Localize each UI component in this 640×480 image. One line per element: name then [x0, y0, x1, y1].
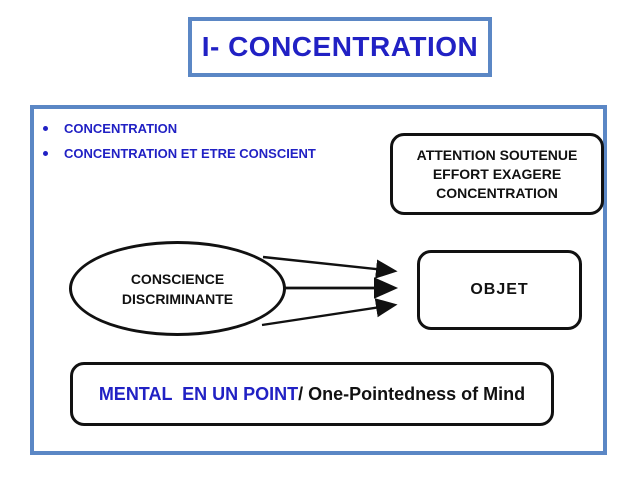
mental-text: MENTAL EN UN POINT/ One-Pointedness of M… — [99, 382, 525, 407]
bullet-text: CONCENTRATION ET ETRE CONSCIENT — [64, 146, 316, 161]
list-item: CONCENTRATION — [40, 116, 316, 141]
list-item: CONCENTRATION ET ETRE CONSCIENT — [40, 141, 316, 166]
attention-box: ATTENTION SOUTENUE EFFORT EXAGERE CONCEN… — [390, 133, 604, 215]
bullet-icon — [43, 151, 48, 156]
objet-label: OBJET — [470, 281, 529, 298]
bullet-text: CONCENTRATION — [64, 121, 178, 136]
mental-text-english: / One-Pointedness of Mind — [298, 383, 526, 404]
objet-box: OBJET — [417, 250, 582, 330]
conscience-ellipse: CONSCIENCE DISCRIMINANTE — [69, 241, 286, 336]
ellipse-text: CONSCIENCE — [130, 270, 225, 287]
mental-text-french: MENTAL EN UN POINT — [98, 383, 299, 404]
bullet-icon — [43, 126, 48, 131]
ellipse-text: DISCRIMINANTE — [121, 290, 234, 307]
attention-line: CONCENTRATION — [436, 184, 558, 201]
bullet-list: CONCENTRATION CONCENTRATION ET ETRE CONS… — [40, 116, 316, 166]
page-title: I- CONCENTRATION — [201, 31, 479, 62]
attention-line: EFFORT EXAGERE — [432, 165, 562, 182]
attention-line: ATTENTION SOUTENUE — [416, 146, 578, 163]
title-box: I- CONCENTRATION — [188, 17, 492, 77]
mental-box: MENTAL EN UN POINT/ One-Pointedness of M… — [70, 362, 554, 426]
